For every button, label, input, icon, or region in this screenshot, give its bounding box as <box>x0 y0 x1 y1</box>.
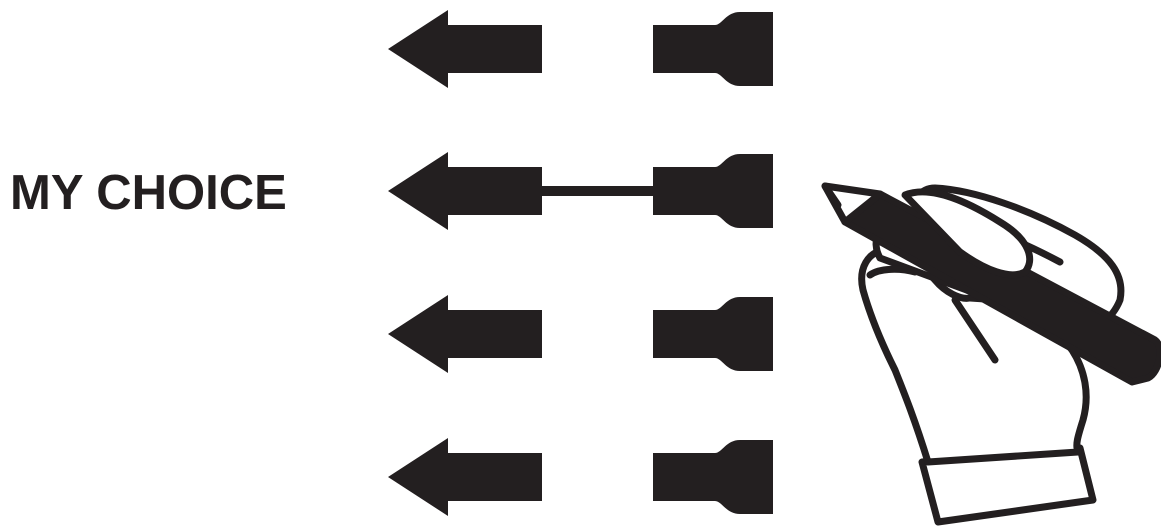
ballot-row-2 <box>388 152 773 230</box>
ballot-row-1 <box>388 10 773 88</box>
ballot-row-4 <box>388 438 773 516</box>
arrow-tail-icon <box>653 12 773 86</box>
arrow-head-icon <box>388 438 542 516</box>
arrow-tail-icon <box>653 154 773 228</box>
arrow-tail-icon <box>653 440 773 514</box>
arrow-tail-icon <box>653 297 773 371</box>
arrow-head-icon <box>388 152 542 230</box>
arrow-head-icon <box>388 10 542 88</box>
hand-with-pen-icon <box>825 186 1160 522</box>
ballot-row-3 <box>388 295 773 373</box>
arrow-head-icon <box>388 295 542 373</box>
